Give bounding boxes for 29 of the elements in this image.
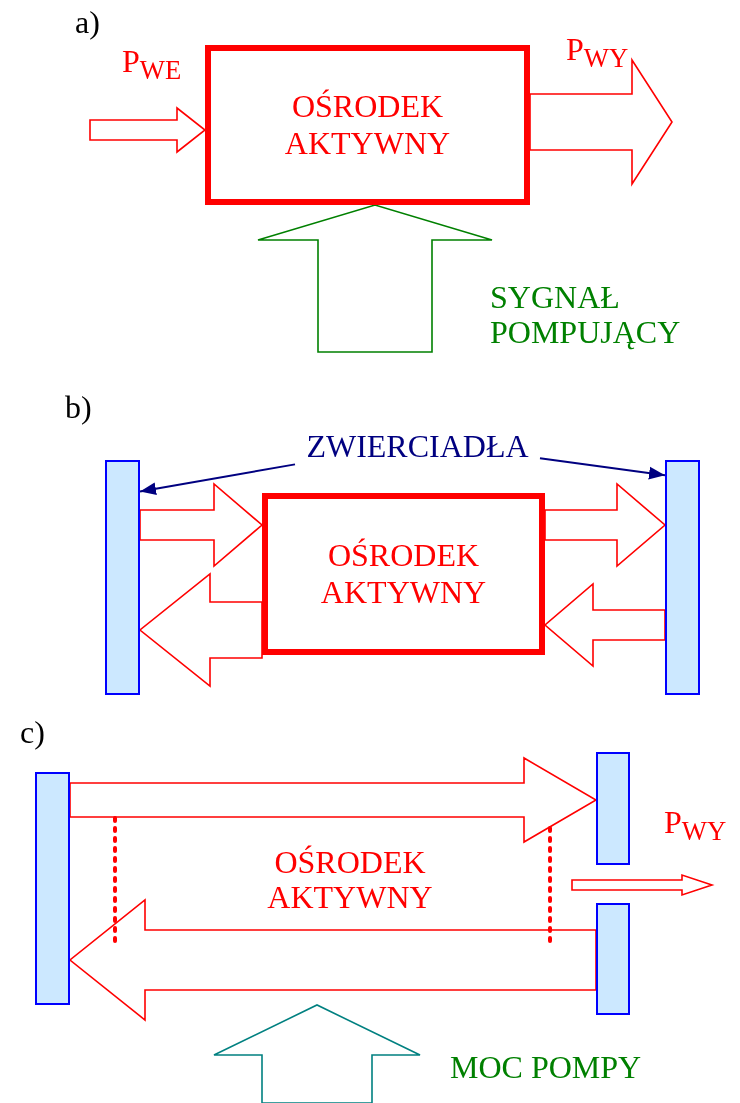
edge-label: P$_{WY}$ <box>566 32 629 74</box>
panel-label: a) <box>75 5 100 41</box>
edge-label: P$_{WE}$ <box>122 44 182 86</box>
leader-arrow <box>539 457 666 480</box>
mirror-bar <box>596 752 630 865</box>
medium-label: OŚRODEK AKTYWNY <box>266 845 434 916</box>
block-arrow <box>571 873 715 897</box>
mirror-bar <box>105 460 140 695</box>
mirror-bar <box>665 460 700 695</box>
edge-label: SYGNAŁ POMPUJĄCY <box>490 280 682 351</box>
block-arrow <box>89 106 207 154</box>
mirror-bar <box>596 903 630 1015</box>
leader-arrow <box>139 463 296 496</box>
mirror-label: ZWIERCIADŁA <box>295 425 540 467</box>
block-arrow <box>543 582 666 668</box>
block-arrow <box>138 572 263 688</box>
block-arrow <box>139 482 264 568</box>
block-arrow <box>68 898 597 1022</box>
block-arrow <box>529 57 673 187</box>
block-arrow <box>69 756 598 844</box>
panel-label: b) <box>65 390 92 426</box>
mirror-bar <box>35 772 70 1005</box>
pump-label: MOC POMPY <box>450 1050 642 1086</box>
edge-label: P$_{WY}$ <box>664 805 727 847</box>
block-arrow <box>544 482 667 568</box>
panel-label: c) <box>20 715 45 751</box>
active-medium-box: OŚRODEK AKTYWNY <box>262 493 545 655</box>
active-medium-box: OŚRODEK AKTYWNY <box>205 45 530 205</box>
block-arrow <box>257 204 493 353</box>
